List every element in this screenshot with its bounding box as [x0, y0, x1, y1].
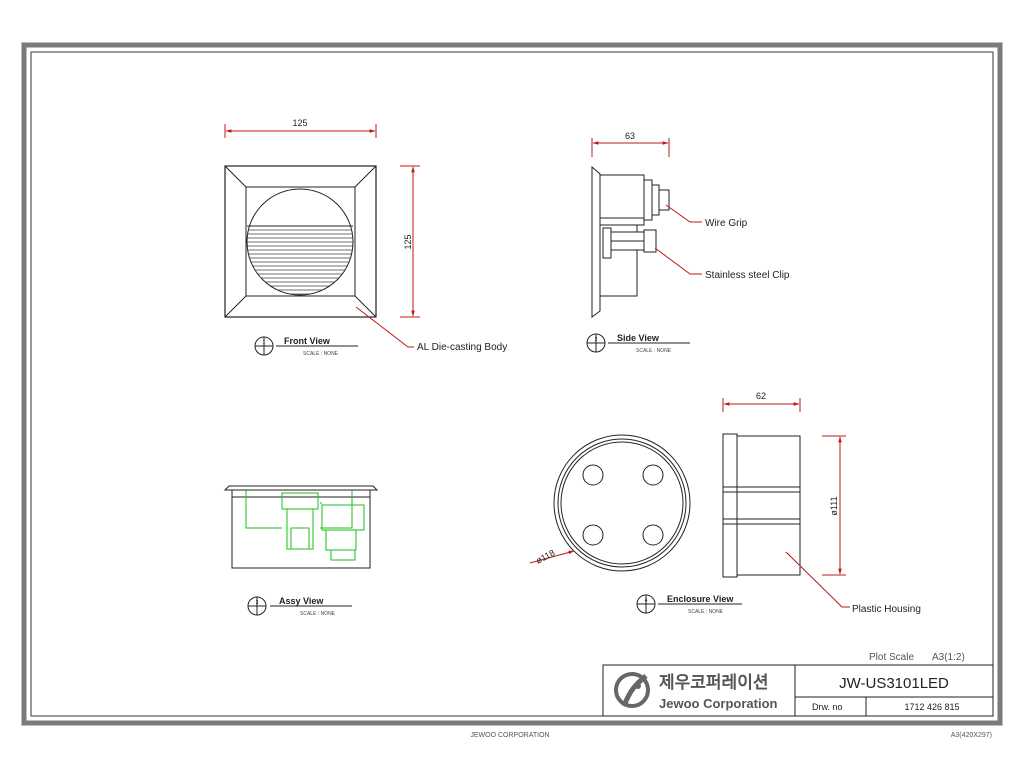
side-view-scale: SCALE : NONE: [636, 348, 672, 354]
body-callout: AL Die-casting Body: [417, 342, 507, 353]
company-name-english: Jewoo Corporation: [659, 696, 778, 711]
enclosure-side-view: [722, 433, 801, 578]
front-view-label: 1 Front View SCALE : NONE: [254, 336, 358, 357]
front-height-dimension: 125: [403, 234, 413, 249]
enclosure-width-dimension: 62: [756, 391, 766, 401]
assy-view-label: 3 Assy View SCALE : NONE: [247, 596, 352, 617]
enclosure-dimensions: 62 ø111 Plastic Housing: [722, 391, 921, 615]
assy-view-title: Assy View: [279, 596, 324, 606]
part-number: JW-US3101LED: [839, 675, 949, 692]
front-view-scale: SCALE : NONE: [303, 351, 339, 357]
side-view: [591, 165, 670, 318]
company-logo: [614, 672, 650, 708]
side-view-number: 2: [595, 337, 598, 343]
side-view-label: 2 Side View SCALE : NONE: [586, 333, 690, 354]
plot-scale: Plot Scale A3(1:2): [869, 652, 965, 663]
assy-view-scale: SCALE : NONE: [300, 611, 336, 617]
front-view-dimensions: 125 125 AL Die-casting Body: [224, 118, 507, 353]
drawing-number: 1712 426 815: [904, 702, 959, 712]
wire-grip-callout: Wire Grip: [705, 218, 748, 229]
front-view: [224, 165, 377, 318]
drawing-number-label: Drw. no: [812, 702, 843, 712]
assy-view-number: 3: [256, 600, 259, 606]
side-depth-dimension: 63: [625, 131, 635, 141]
sheet-frame: [21, 42, 1003, 726]
assy-view: [223, 485, 379, 569]
enclosure-view-number: 4: [645, 598, 648, 604]
sheet-footer: JEWOO CORPORATION A3(420X297): [470, 732, 992, 739]
enclosure-diameter-dimension: ø118: [534, 548, 556, 566]
side-view-dimensions: 63 Wire Grip Stainless steel Clip: [591, 131, 790, 281]
footer-paper-size: A3(420X297): [951, 732, 992, 739]
housing-callout: Plastic Housing: [852, 604, 921, 615]
enclosure-height-dimension: ø111: [829, 496, 839, 515]
plot-scale-value: A3(1:2): [932, 652, 965, 663]
title-block: 제우코퍼레이션 Jewoo Corporation JW-US3101LED D…: [602, 664, 994, 717]
front-view-number: 1: [263, 340, 266, 346]
enclosure-view-scale: SCALE : NONE: [688, 609, 724, 615]
enclosure-view-label: 4 Enclosure View SCALE : NONE: [636, 594, 742, 615]
assy-internal-parts: [245, 490, 365, 561]
front-view-title: Front View: [284, 336, 331, 346]
enclosure-view-title: Enclosure View: [667, 594, 734, 604]
plot-scale-label: Plot Scale: [869, 652, 914, 663]
front-width-dimension: 125: [292, 118, 307, 128]
enclosure-round-view: ø118: [529, 434, 691, 572]
company-name-korean: 제우코퍼레이션: [659, 673, 768, 693]
clip-callout: Stainless steel Clip: [705, 270, 790, 281]
footer-company: JEWOO CORPORATION: [470, 732, 549, 739]
side-view-title: Side View: [617, 333, 660, 343]
